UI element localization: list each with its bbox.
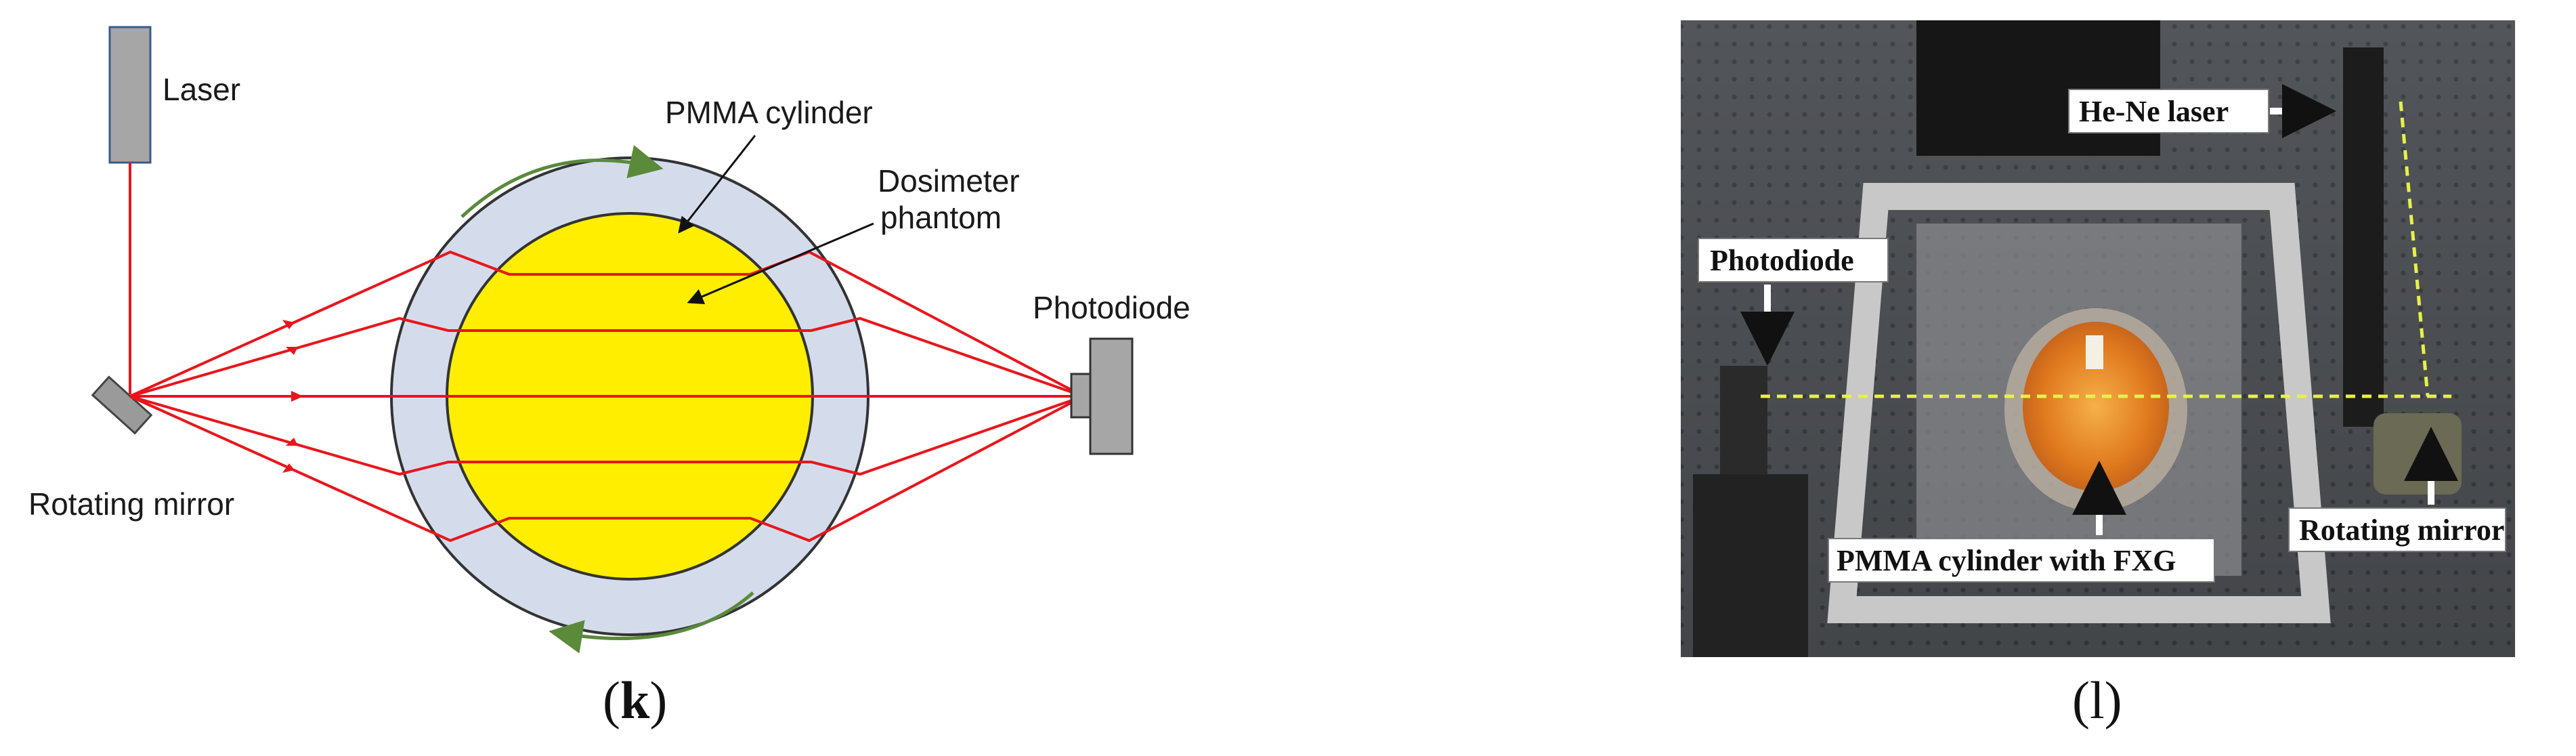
he-ne-laser-box <box>2068 89 2269 133</box>
rotation-arrow-bottom <box>549 591 754 654</box>
beam-direction-marks <box>282 320 303 473</box>
metal-frame <box>1827 183 2331 623</box>
laser-path-diagonal <box>2399 101 2430 397</box>
caption-k: (k) <box>603 671 667 730</box>
rotating-mirror-base <box>2374 413 2462 495</box>
laser-label: Laser <box>163 72 240 107</box>
fxg-gel <box>2023 322 2169 491</box>
rotating-mirror-photo-label: Rotating mirror <box>2299 513 2504 547</box>
rotation-arrow-top <box>460 145 664 218</box>
rotating-mirror <box>91 375 153 435</box>
photodiode-photo-box <box>1698 238 1889 282</box>
cylinder-rod <box>2086 335 2103 369</box>
black-box <box>1916 20 2160 156</box>
schematic-panel: Laser Rotating mirror <box>28 26 1190 730</box>
dosimeter-label-line2: phantom <box>880 200 1002 235</box>
photodiode-photo-label: Photodiode <box>1710 244 1854 277</box>
photodiode-stand <box>1693 474 1808 657</box>
photodiode-label: Photodiode <box>1033 290 1190 325</box>
photodiode-sensor <box>1070 373 1092 419</box>
laser-body <box>108 26 152 164</box>
caption-l: (l) <box>2072 671 2122 730</box>
beam-ray-5 <box>129 395 1084 543</box>
photo-panel: He-Ne laser Photodiode PMMA cylinder wit… <box>1681 20 2515 730</box>
pmma-cylinder-leader <box>678 135 756 234</box>
rotating-mirror-photo-box <box>2288 507 2506 552</box>
rotating-mirror-label: Rotating mirror <box>28 486 234 522</box>
pmma-cylinder-label: PMMA cylinder <box>665 95 873 130</box>
beam-paths <box>129 250 1084 543</box>
he-ne-laser-label: He-Ne laser <box>2079 95 2229 128</box>
dosimeter-label-line1: Dosimeter <box>878 163 1020 198</box>
beam-ray-1 <box>129 250 1084 398</box>
pmma-fxg-label: PMMA cylinder with FXG <box>1837 544 2176 577</box>
photodiode-body <box>1089 337 1134 455</box>
beam-ray-4 <box>129 395 1084 476</box>
dosimeter-leader <box>687 222 874 304</box>
beam-ray-2 <box>129 316 1084 398</box>
pmma-fxg-box <box>1828 538 2215 583</box>
laser-mount <box>2343 47 2384 427</box>
